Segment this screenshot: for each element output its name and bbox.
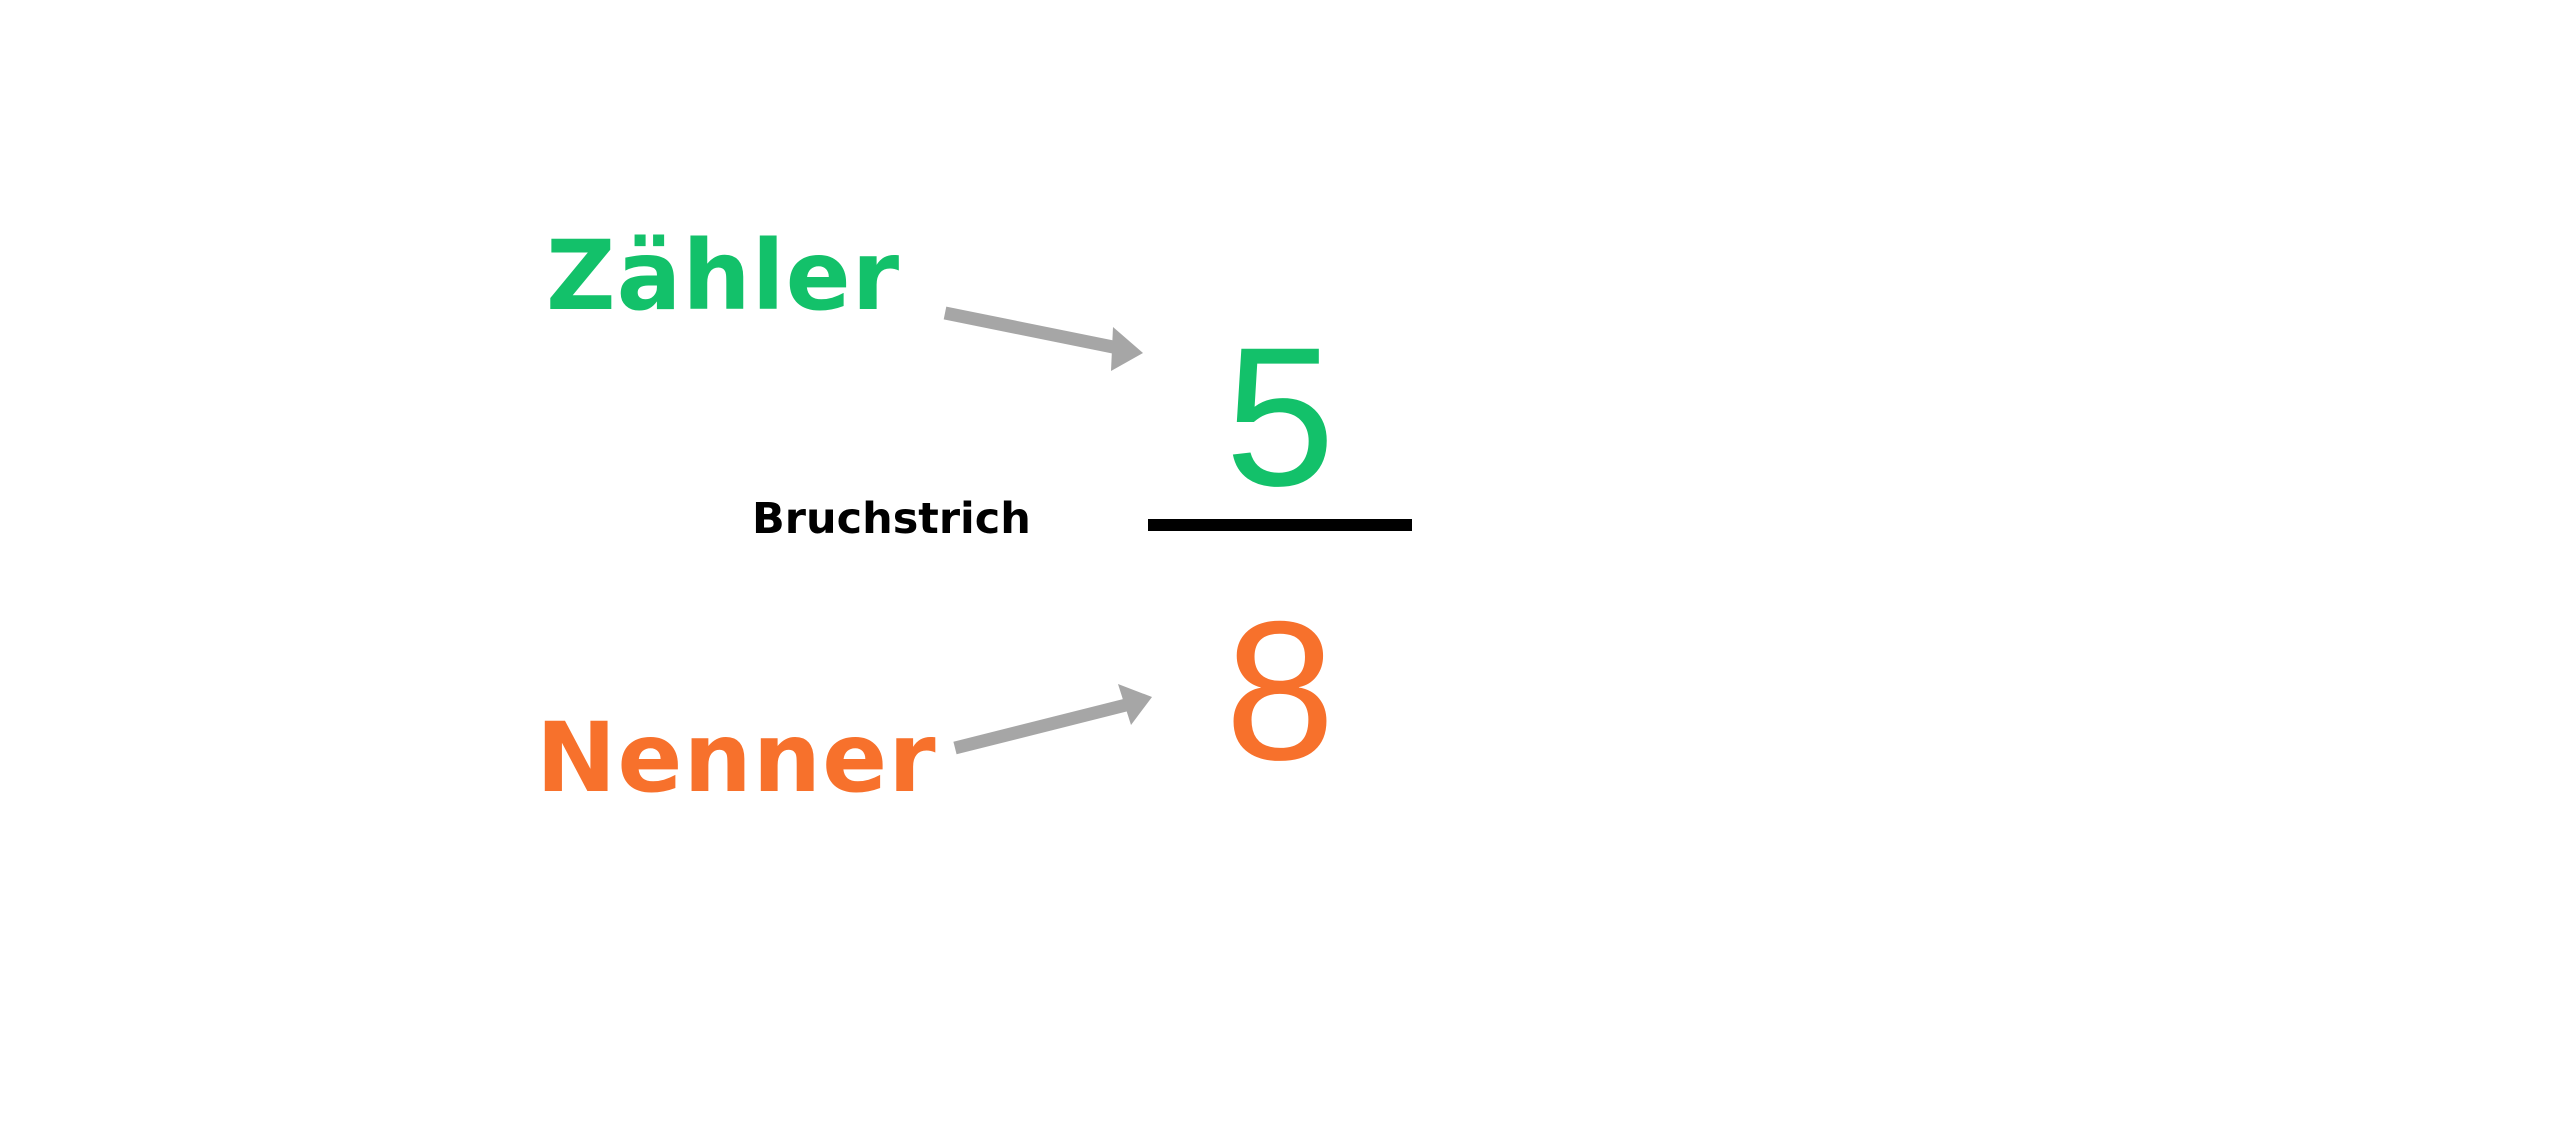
numerator-digit: 5 — [1224, 306, 1336, 527]
denominator-digit: 8 — [1224, 580, 1336, 801]
arrow-to-numerator-icon — [943, 306, 1143, 371]
fraction-bar-label: Bruchstrich — [752, 494, 1031, 544]
fraction-bar — [1148, 519, 1412, 531]
numerator-label: Zähler — [546, 220, 901, 332]
arrow-to-denominator-icon — [953, 684, 1152, 755]
denominator-label: Nenner — [536, 702, 937, 814]
